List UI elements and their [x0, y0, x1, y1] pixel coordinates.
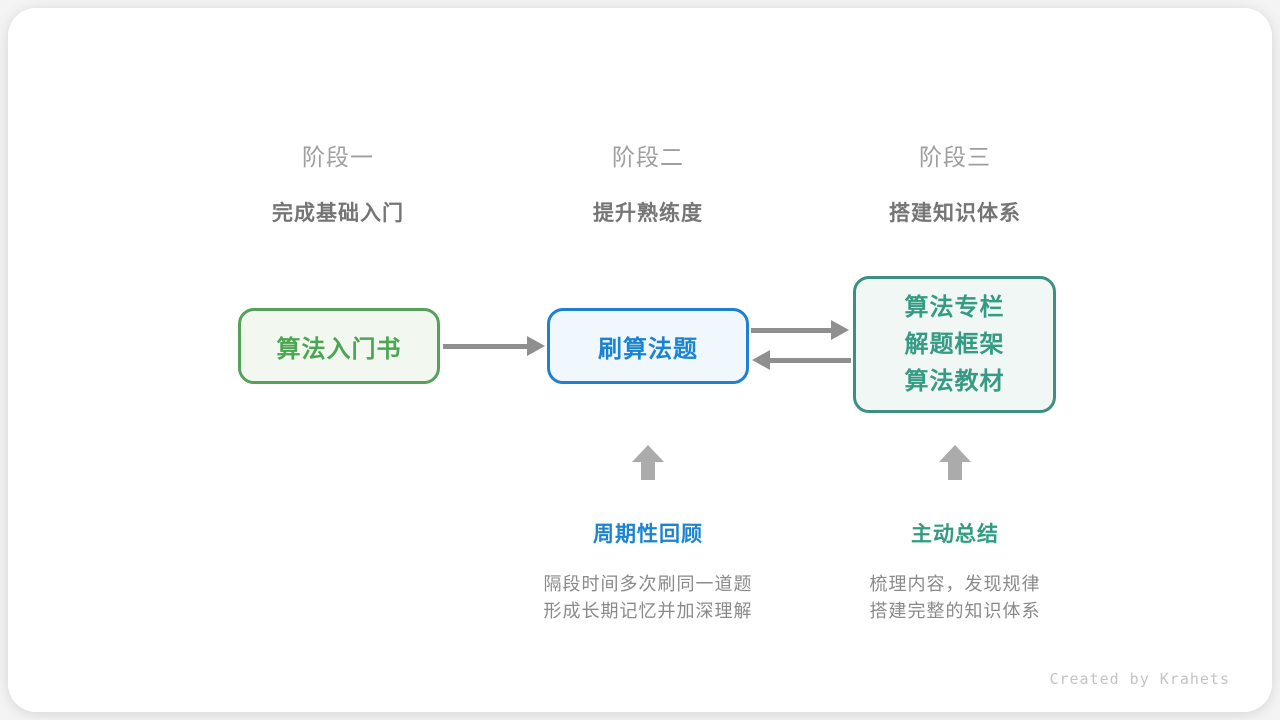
stage-1-subtitle: 完成基础入门: [272, 202, 404, 225]
up-arrow-review-icon: [632, 445, 664, 480]
arrow-1-to-2-line: [443, 344, 529, 349]
annotation-active-summary-desc: 梳理内容，发现规律 搭建完整的知识体系: [805, 571, 1105, 625]
stage-2-header: 阶段二 提升熟练度: [518, 138, 778, 227]
node-advanced-line-2: 解题框架: [904, 331, 1005, 358]
diagram-card: 阶段一 完成基础入门 阶段二 提升熟练度 阶段三 搭建知识体系 算法入门书 刷算…: [8, 8, 1272, 712]
stage-3-subtitle: 搭建知识体系: [889, 202, 1021, 225]
up-arrow-review-stem: [641, 462, 655, 480]
node-advanced-line-1: 算法专栏: [904, 294, 1005, 321]
stage-2-label: 阶段二: [612, 144, 684, 170]
arrow-3-to-2-head-icon: [752, 350, 770, 370]
arrow-2-to-3-head-icon: [831, 320, 849, 340]
annotation-active-summary-title: 主动总结: [911, 523, 999, 546]
credit-text: Created by Krahets: [1049, 670, 1230, 688]
annotation-periodic-review-desc-line-2: 形成长期记忆并加深理解: [543, 601, 753, 621]
node-intro-book: 算法入门书: [238, 308, 440, 384]
stage-3-label: 阶段三: [919, 144, 991, 170]
stage-2-subtitle: 提升熟练度: [593, 202, 703, 225]
arrow-3-to-2-line: [769, 358, 851, 363]
annotation-periodic-review-title: 周期性回顾: [593, 523, 703, 546]
stage-3-header: 阶段三 搭建知识体系: [825, 138, 1085, 227]
up-arrow-summary-head: [939, 445, 971, 462]
stage-1-label: 阶段一: [302, 144, 374, 170]
annotation-active-summary-desc-line-1: 梳理内容，发现规律: [869, 574, 1041, 594]
annotation-active-summary: 主动总结 梳理内容，发现规律 搭建完整的知识体系: [805, 518, 1105, 625]
stage-1-header: 阶段一 完成基础入门: [208, 138, 468, 227]
node-practice-problems: 刷算法题: [547, 308, 749, 384]
arrow-1-to-2-head-icon: [527, 336, 545, 356]
node-advanced-line-3: 算法教材: [904, 368, 1005, 395]
node-practice-problems-label: 刷算法题: [598, 335, 698, 363]
annotation-active-summary-desc-line-2: 搭建完整的知识体系: [869, 601, 1041, 621]
annotation-periodic-review: 周期性回顾 隔段时间多次刷同一道题 形成长期记忆并加深理解: [498, 518, 798, 625]
up-arrow-summary-stem: [948, 462, 962, 480]
up-arrow-review-head: [632, 445, 664, 462]
annotation-periodic-review-desc: 隔段时间多次刷同一道题 形成长期记忆并加深理解: [498, 571, 798, 625]
node-advanced-resources: 算法专栏 解题框架 算法教材: [853, 276, 1056, 413]
annotation-periodic-review-desc-line-1: 隔段时间多次刷同一道题: [543, 574, 753, 594]
arrow-2-to-3-line: [751, 328, 832, 333]
node-intro-book-label: 算法入门书: [276, 335, 402, 363]
up-arrow-summary-icon: [939, 445, 971, 480]
